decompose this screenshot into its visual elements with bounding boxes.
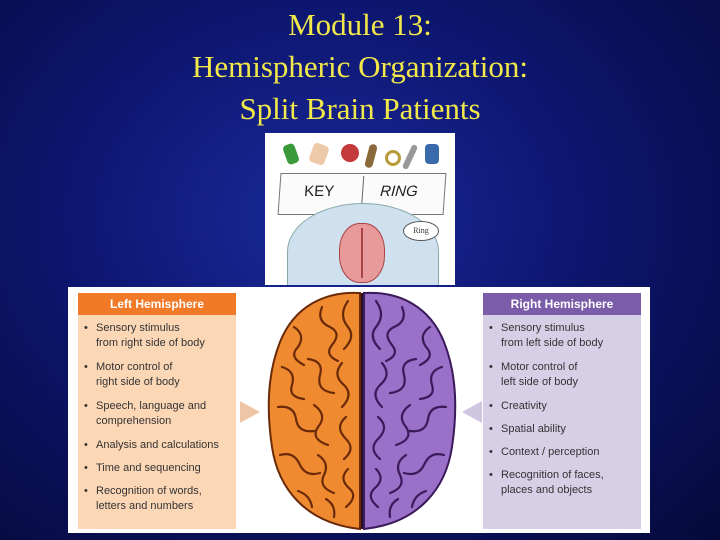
- object-icon: [281, 142, 301, 166]
- split-brain-experiment-illustration: KEY RING Ring: [265, 133, 455, 285]
- object-row: [275, 138, 445, 171]
- arrow-left-icon: [462, 401, 482, 423]
- left-hemisphere-header: Left Hemisphere: [78, 293, 236, 315]
- list-item: Sensory stimulus from right side of body: [84, 321, 232, 351]
- spoon-icon: [364, 143, 378, 169]
- right-hemisphere-panel: Right Hemisphere Sensory stimulus from l…: [483, 293, 641, 529]
- list-item: Motor control of left side of body: [489, 360, 637, 390]
- list-item: Motor control of right side of body: [84, 360, 232, 390]
- ring-icon: [385, 150, 401, 166]
- split-brain-icon: [339, 223, 385, 283]
- list-item: Analysis and calculations: [84, 438, 232, 453]
- list-item: Sensory stimulus from left side of body: [489, 321, 637, 351]
- title-line-2: Hemispheric Organization:: [191, 49, 529, 84]
- speech-bubble: Ring: [403, 221, 439, 241]
- left-hemisphere-panel: Left Hemisphere Sensory stimulus from ri…: [78, 293, 236, 529]
- list-item: Recognition of words, letters and number…: [84, 484, 232, 514]
- list-item: Speech, language and comprehension: [84, 399, 232, 429]
- list-item: Spatial ability: [489, 422, 637, 437]
- list-item: Time and sequencing: [84, 461, 232, 476]
- brain-icon: [267, 291, 457, 531]
- right-hemisphere-header: Right Hemisphere: [483, 293, 641, 315]
- hemisphere-diagram: Left Hemisphere Sensory stimulus from ri…: [68, 287, 650, 533]
- object-icon: [341, 144, 359, 162]
- right-field-word: RING: [379, 183, 419, 200]
- arrow-right-icon: [240, 401, 260, 423]
- right-hemisphere-list: Sensory stimulus from left side of body …: [483, 315, 641, 498]
- hand-icon: [308, 141, 330, 167]
- slide-title: Module 13: Hemispheric Organization: Spl…: [0, 4, 720, 130]
- title-line-1: Module 13:: [288, 7, 432, 42]
- left-field-word: KEY: [303, 183, 335, 200]
- list-item: Context / perception: [489, 445, 637, 460]
- list-item: Creativity: [489, 399, 637, 414]
- list-item: Recognition of faces, places and objects: [489, 468, 637, 498]
- object-icon: [425, 144, 439, 164]
- left-hemisphere-list: Sensory stimulus from right side of body…: [78, 315, 236, 514]
- title-line-3: Split Brain Patients: [239, 91, 481, 126]
- key-icon: [401, 143, 419, 171]
